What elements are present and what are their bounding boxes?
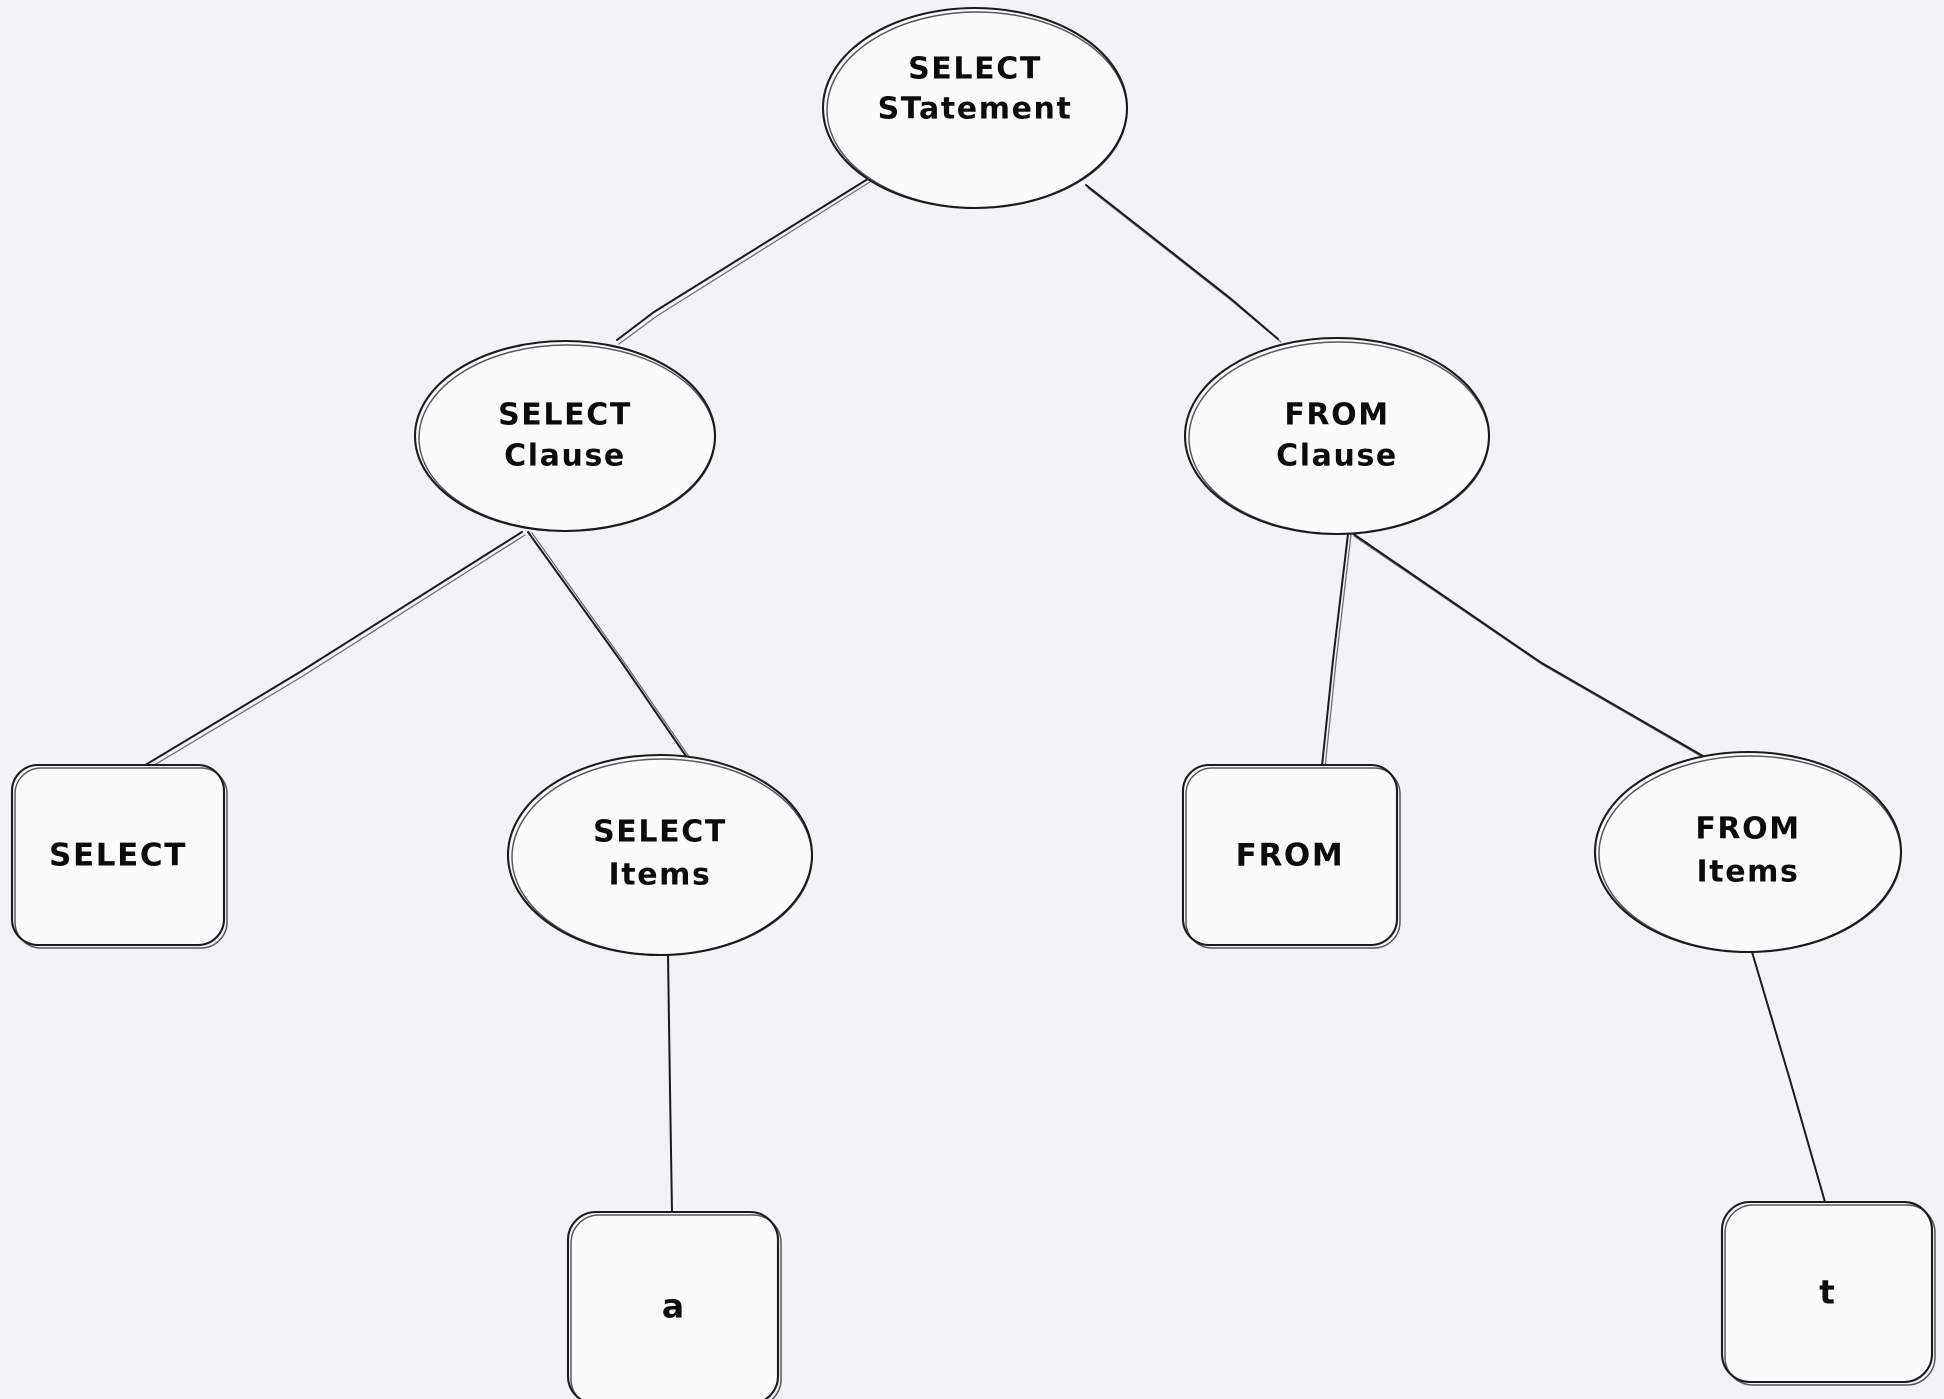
node-select-statement-line1: SELECT [908, 52, 1042, 87]
node-select-items-line1: SELECT [593, 815, 727, 850]
node-from-items[interactable]: FROM Items [1593, 750, 1903, 954]
node-from-terminal-label: FROM [1236, 838, 1345, 874]
node-from-clause-line1: FROM [1284, 398, 1389, 433]
node-column-a-label: a [662, 1287, 684, 1326]
edge-select-clause-to-select-items [527, 531, 695, 765]
node-table-t-shape-sketch [1724, 1204, 1936, 1386]
node-select-items[interactable]: SELECT Items [506, 753, 814, 957]
node-from-terminal[interactable]: FROM [1181, 763, 1401, 949]
edge-root-to-from-clause [1085, 184, 1282, 343]
edge-from-items-to-table-t [1751, 951, 1826, 1203]
node-select-items-line2: Items [609, 858, 712, 893]
node-column-a[interactable]: a [566, 1210, 782, 1399]
node-select-statement-line2: STatement [878, 92, 1073, 127]
node-select-clause[interactable]: SELECT Clause [413, 339, 717, 533]
edge-select-clause-to-select-terminal [141, 531, 526, 771]
node-select-terminal-shape[interactable] [10, 763, 226, 947]
edge-from-clause-to-from-terminal [1321, 533, 1352, 769]
node-from-items-line1: FROM [1695, 812, 1800, 847]
node-from-clause-shape-sketch [1188, 341, 1490, 535]
node-from-items-line2: Items [1697, 855, 1800, 890]
node-select-clause-shape-sketch [418, 344, 716, 532]
node-table-t-shape[interactable] [1720, 1200, 1934, 1384]
node-table-t-label: t [1819, 1273, 1835, 1312]
node-from-terminal-shape-sketch [1185, 767, 1401, 949]
node-select-terminal-label: SELECT [49, 838, 187, 874]
node-select-terminal-shape-sketch [14, 767, 228, 949]
node-select-statement-shape-sketch [826, 11, 1128, 209]
edges-layer [141, 176, 1826, 1213]
node-column-a-shape-sketch [570, 1214, 782, 1399]
node-select-statement[interactable]: SELECT STatement [821, 6, 1129, 210]
node-select-clause-line1: SELECT [498, 398, 632, 433]
edge-select-items-to-column-a [667, 954, 673, 1213]
node-column-a-shape[interactable] [566, 1210, 780, 1399]
node-select-terminal[interactable]: SELECT [10, 763, 228, 949]
node-from-terminal-shape[interactable] [1181, 763, 1399, 947]
edge-root-to-select-clause [616, 176, 874, 345]
node-from-clause-line2: Clause [1276, 439, 1398, 474]
edge-from-clause-to-from-items [1351, 532, 1719, 767]
node-table-t[interactable]: t [1720, 1200, 1936, 1386]
nodes-layer: SELECT STatement SELECT Clause FROM Clau… [10, 6, 1936, 1399]
node-from-items-shape-sketch [1598, 755, 1902, 953]
node-select-clause-line2: Clause [504, 439, 626, 474]
node-from-clause[interactable]: FROM Clause [1183, 336, 1491, 536]
node-select-items-shape-sketch [511, 758, 813, 956]
